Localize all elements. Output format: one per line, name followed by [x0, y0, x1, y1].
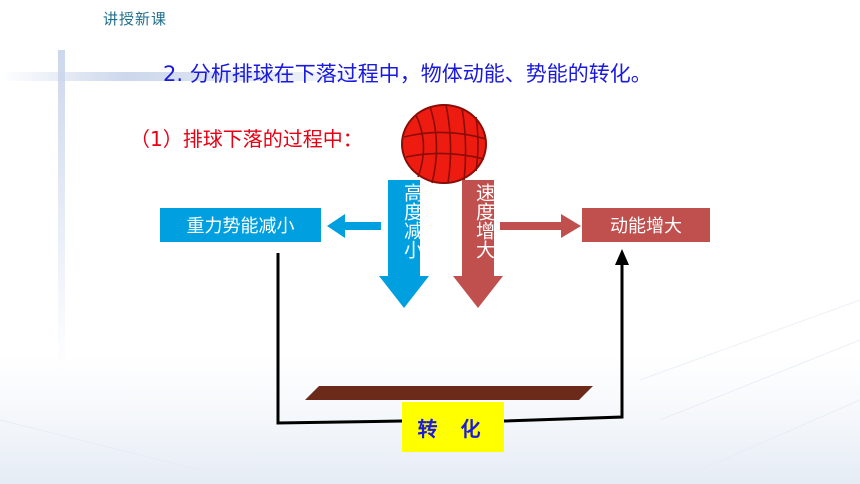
kinetic-energy-box: 动能增大: [582, 208, 710, 242]
speed-increase-label: 速度增大: [473, 183, 495, 259]
arrow-group: [327, 180, 581, 308]
arrow-up-icon: [615, 249, 629, 265]
main-title: 2. 分析排球在下落过程中，物体动能、势能的转化。: [163, 62, 652, 86]
sub-title: （1）排球下落的过程中：: [130, 127, 363, 151]
potential-energy-box: 重力势能减小: [160, 208, 321, 242]
conversion-loop: [276, 249, 629, 425]
arrow-down-icon: [453, 180, 503, 308]
section-tag: 讲授新课: [103, 10, 168, 28]
conversion-box: 转 化: [402, 402, 504, 452]
ground-plate: [305, 386, 593, 400]
volleyball-icon: [401, 104, 487, 184]
height-decrease-label: 高度减小: [401, 183, 423, 259]
arrow-down-icon: [379, 180, 429, 308]
arrow-right-icon: [500, 214, 581, 238]
arrow-left-icon: [327, 214, 381, 238]
